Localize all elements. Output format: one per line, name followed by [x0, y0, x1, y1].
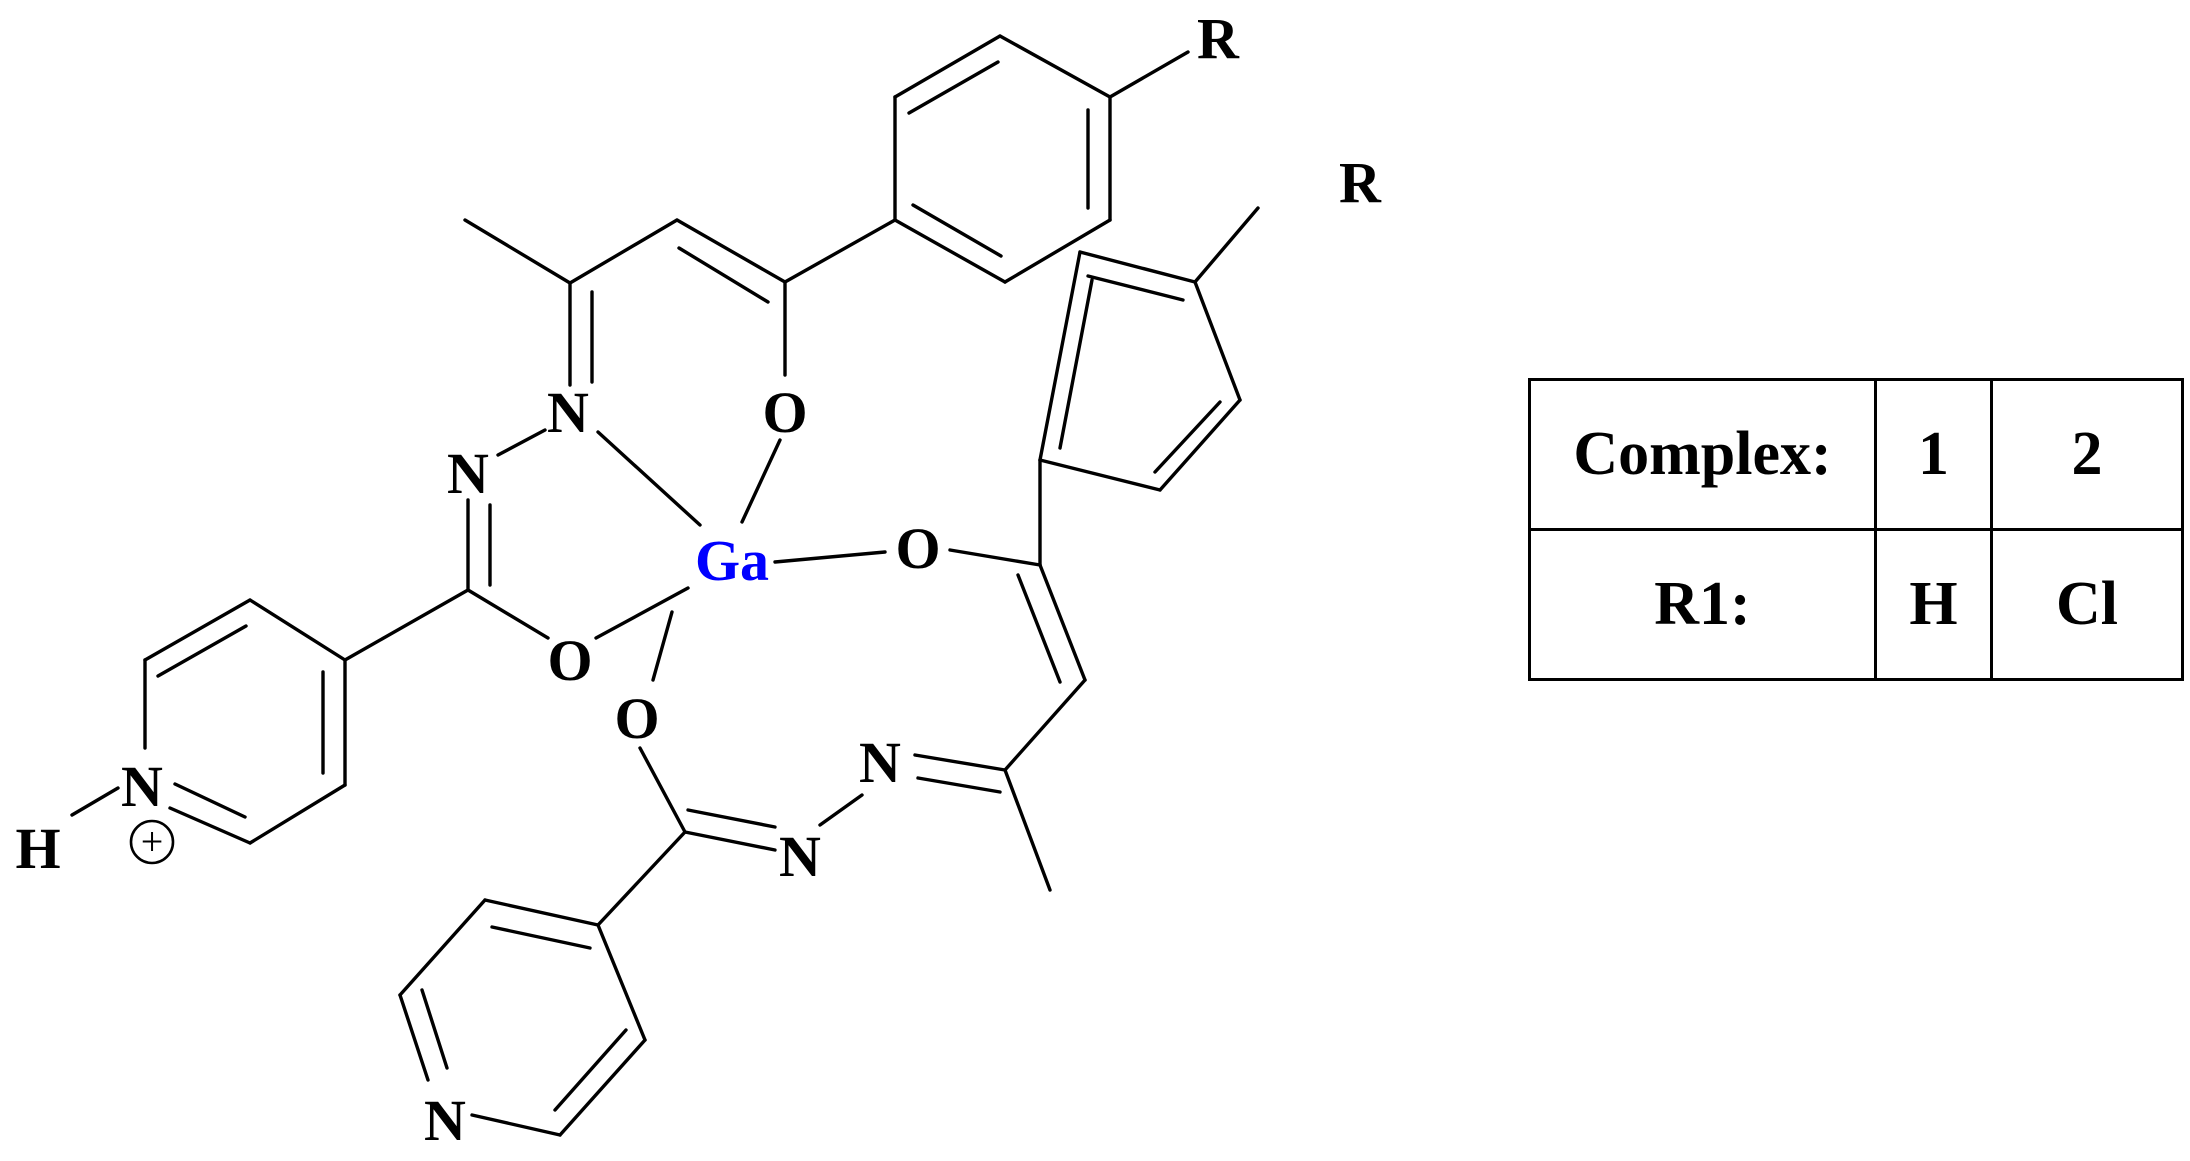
bond: [143, 598, 252, 662]
bond: [558, 1038, 647, 1137]
bond: [1003, 218, 1112, 284]
bond-to-r: [1108, 50, 1190, 99]
bond: [638, 746, 687, 834]
bond-ga-o: [651, 610, 674, 682]
o-enolate-right-label: O: [895, 516, 940, 581]
table-cell: Cl: [1990, 528, 2184, 681]
o-enolate-top-label: O: [762, 380, 807, 445]
bond-ga-o: [594, 586, 690, 640]
bond-methyl: [1003, 768, 1052, 892]
table-cell: 2: [1990, 378, 2184, 531]
bond: [496, 428, 547, 457]
bond: [783, 218, 897, 284]
bond: [483, 898, 600, 927]
bond: [683, 830, 777, 852]
table-cell: R1:: [1528, 528, 1877, 681]
bond: [248, 783, 347, 845]
positive-charge: +: [129, 819, 175, 865]
bond-ga-o: [740, 438, 782, 524]
bond: [248, 598, 347, 662]
bond-double: [686, 808, 777, 829]
bond-double: [490, 925, 592, 950]
r-top-label: R: [1197, 6, 1240, 71]
bond-double: [156, 624, 248, 678]
bond: [1078, 250, 1197, 284]
bond: [913, 753, 1007, 772]
bond: [675, 218, 787, 284]
bond-double: [420, 988, 449, 1070]
bond: [998, 34, 1112, 99]
bond-double: [911, 203, 1003, 258]
n-hydrazone-top-label: N: [447, 441, 489, 506]
bond-double: [173, 782, 247, 819]
bond-double: [1016, 573, 1062, 684]
bond-ga-n: [596, 430, 702, 527]
table-cell: H: [1874, 528, 1993, 681]
n-pyridine-bottom-label: N: [424, 1088, 466, 1153]
table-row: R1: H Cl: [1528, 528, 2184, 681]
bond: [343, 588, 470, 662]
bond: [893, 34, 1002, 99]
bond-double: [916, 776, 1002, 794]
bond: [1038, 250, 1082, 462]
n-hydrazone-bottom-b-label: N: [779, 824, 821, 889]
bond: [818, 793, 864, 827]
bond: [596, 923, 647, 1042]
bond: [466, 588, 550, 640]
charge-sign: +: [141, 819, 164, 864]
bond: [1193, 280, 1242, 402]
bond: [1003, 678, 1087, 772]
substituent-table: Complex: 1 2 R1: H Cl: [1528, 378, 2184, 681]
bond: [1038, 563, 1087, 682]
table-row: Complex: 1 2: [1528, 378, 2184, 531]
bond-double: [677, 246, 770, 304]
bond-n-h: [70, 786, 120, 817]
n-imine-top-label: N: [547, 380, 589, 445]
o-amide-bottom-label: O: [614, 686, 659, 751]
bond: [168, 806, 252, 845]
charge-circle: [129, 819, 175, 865]
bond-methyl: [463, 218, 572, 285]
bond-ga-o: [773, 550, 887, 564]
bond: [893, 218, 1007, 284]
n-pyridinium-label: N: [121, 754, 163, 819]
r-right-label: R: [1339, 150, 1382, 215]
bond-double: [907, 60, 1000, 115]
n-hydrazone-bottom-a-label: N: [859, 730, 901, 795]
bond: [398, 993, 430, 1082]
bond: [948, 548, 1042, 567]
table-cell: Complex:: [1528, 378, 1877, 531]
bond-to-r: [1193, 206, 1260, 284]
table-cell: 1: [1874, 378, 1993, 531]
h-pyridinium-label: H: [15, 816, 60, 881]
bond: [398, 898, 487, 997]
atom-labels: R R O N N O Ga O O N N N H N: [15, 6, 1382, 1153]
gallium-label: Ga: [695, 528, 769, 593]
bond-double: [553, 1028, 628, 1112]
bond: [1158, 398, 1242, 492]
o-amide-top-label: O: [547, 628, 592, 693]
bond: [568, 218, 679, 285]
bonds: [70, 34, 1260, 1137]
bond-double: [1058, 278, 1094, 450]
bond-double: [1086, 274, 1185, 302]
bond: [470, 1113, 562, 1137]
bond: [596, 830, 687, 927]
bond: [1038, 458, 1162, 492]
bond-double: [1153, 400, 1222, 474]
